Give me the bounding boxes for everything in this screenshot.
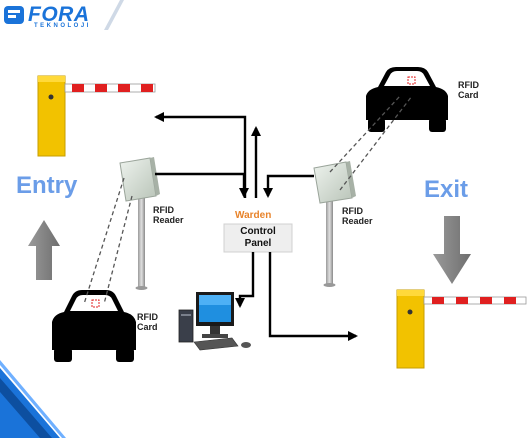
rf-signal-lines xyxy=(83,95,413,305)
entry-boom-barrier-icon xyxy=(37,75,156,157)
logo-subtitle: TEKNOLOJI xyxy=(34,23,91,29)
entry-card-label: RFID Card xyxy=(137,312,158,332)
exit-rfid-reader-icon xyxy=(313,161,356,287)
warden-label: Warden xyxy=(235,210,272,221)
entry-card-line2: Card xyxy=(137,322,158,332)
exit-reader-line1: RFID xyxy=(342,206,363,216)
entry-car-icon xyxy=(52,290,136,362)
computer-icon xyxy=(178,292,251,351)
entry-label: Entry xyxy=(16,172,78,199)
exit-direction-arrow-icon xyxy=(433,216,471,284)
exit-card-line1: RFID xyxy=(458,80,479,90)
entry-reader-line1: RFID xyxy=(153,205,174,215)
logo-name: FORA xyxy=(28,3,90,26)
control-panel-line2: Panel xyxy=(244,238,272,249)
control-panel-line1: Control xyxy=(240,226,276,237)
exit-car-icon xyxy=(366,67,448,132)
exit-label: Exit xyxy=(424,176,469,203)
connection-arrows xyxy=(154,112,358,341)
control-panel-box xyxy=(223,223,293,253)
exit-card-label: RFID Card xyxy=(458,80,479,100)
entry-card-line1: RFID xyxy=(137,312,158,322)
entry-reader-line2: Reader xyxy=(153,215,184,225)
entry-rfid-reader-icon xyxy=(119,157,160,290)
exit-boom-barrier-icon xyxy=(396,289,527,369)
control-panel-label: Control Panel xyxy=(234,226,282,250)
entry-direction-arrow-icon xyxy=(28,220,60,280)
corner-decoration xyxy=(0,360,66,438)
exit-reader-line2: Reader xyxy=(342,216,373,226)
exit-reader-label: RFID Reader xyxy=(342,206,373,226)
entry-reader-label: RFID Reader xyxy=(153,205,184,225)
exit-card-line2: Card xyxy=(458,90,479,100)
fora-logo-icon xyxy=(0,0,124,30)
